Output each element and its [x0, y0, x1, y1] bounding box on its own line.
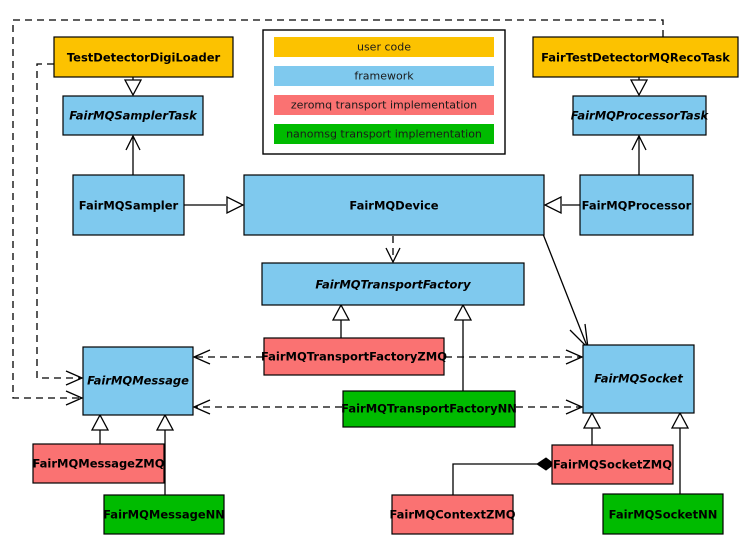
node-fairmqsocketzmq[interactable]: FairMQSocketZMQ — [551, 444, 674, 485]
node-rect-fairmqprocessor[interactable] — [579, 174, 694, 236]
legend-label-zeromq: zeromq transport implementation — [291, 99, 477, 112]
node-fairmqsampler[interactable]: FairMQSampler — [72, 174, 185, 236]
node-label-fairmqmessagenn: FairMQMessageNN — [103, 508, 225, 522]
node-label-fairmqsocketnn: FairMQSocketNN — [609, 508, 718, 522]
node-rect-fairtestdetectormqrecotask[interactable] — [532, 36, 739, 78]
edge-factorynn-to-factory — [453, 303, 473, 391]
legend-item-framework: framework — [274, 66, 494, 86]
edge-recotask-to-processortask — [629, 77, 649, 97]
node-label-fairmqtransportfactoryzmq: FairMQTransportFactoryZMQ — [261, 350, 447, 364]
node-label-fairmqsocket: FairMQSocket — [594, 372, 683, 386]
edge-contextzmq-to-socketzmq — [452, 457, 555, 495]
edge-socketnn-to-socket — [670, 411, 690, 494]
edge-processor-to-processortask — [631, 134, 647, 175]
legend-swatch-user-code — [274, 37, 494, 57]
edge-digiloader-to-message — [36, 63, 84, 386]
node-label-fairmqtransportfactorynn: FairMQTransportFactoryNN — [341, 402, 517, 416]
node-fairmqprocessor[interactable]: FairMQProcessor — [579, 174, 694, 236]
node-rect-fairmqmessagenn[interactable] — [103, 494, 225, 535]
node-rect-fairmqtransportfactorynn[interactable] — [342, 390, 516, 428]
node-fairmqtransportfactoryzmq[interactable]: FairMQTransportFactoryZMQ — [261, 337, 447, 376]
node-rect-fairmqprocessortask[interactable] — [572, 95, 707, 136]
legend-label-nanomsg: nanomsg transport implementation — [286, 128, 482, 141]
legend: user code framework zeromq transport imp… — [262, 29, 506, 155]
node-rect-fairmqsamplertask[interactable] — [62, 95, 204, 136]
node-rect-testdetectordigiloader[interactable] — [53, 36, 234, 78]
edge-factorynn-to-message — [192, 399, 342, 415]
legend-swatch-nanomsg — [274, 124, 494, 144]
node-label-fairmqprocessor: FairMQProcessor — [582, 199, 692, 213]
edge-messagezmq-to-message — [90, 413, 110, 444]
node-label-fairmqsocketzmq: FairMQSocketZMQ — [553, 458, 672, 472]
legend-label-framework: framework — [354, 70, 414, 83]
node-fairmqcontextzmq[interactable]: FairMQContextZMQ — [389, 494, 516, 535]
node-rect-fairmqtransportfactoryzmq[interactable] — [263, 337, 445, 376]
edge-device-to-transportfactory — [385, 236, 401, 264]
edge-recotask-to-message — [12, 19, 664, 406]
node-label-fairmqsamplertask: FairMQSamplerTask — [69, 109, 198, 123]
legend-swatch-zeromq — [274, 95, 494, 115]
legend-label-user-code: user code — [357, 41, 411, 54]
edge-digiloader-to-samplertask — [123, 77, 143, 97]
node-rect-fairmqtransportfactory[interactable] — [261, 262, 525, 306]
node-label-fairmqprocessortask: FairMQProcessorTask — [571, 109, 710, 123]
node-rect-fairmqsocketnn[interactable] — [602, 493, 724, 535]
node-fairmqdevice[interactable]: FairMQDevice — [243, 174, 545, 236]
edge-socketzmq-to-socket — [582, 411, 602, 445]
node-rect-fairmqdevice[interactable] — [243, 174, 545, 236]
node-fairtestdetectormqrecotask[interactable]: FairTestDetectorMQRecoTask — [532, 36, 739, 78]
node-fairmqprocessortask[interactable]: FairMQProcessorTask — [571, 95, 710, 136]
node-rect-fairmqsocket[interactable] — [582, 344, 695, 414]
node-fairmqmessagezmq[interactable]: FairMQMessageZMQ — [32, 443, 165, 484]
node-label-fairtestdetectormqrecotask: FairTestDetectorMQRecoTask — [541, 51, 730, 65]
node-label-fairmqmessage: FairMQMessage — [87, 374, 189, 388]
edge-messagenn-to-message — [155, 413, 175, 495]
node-rect-fairmqsampler[interactable] — [72, 174, 185, 236]
node-label-testdetectordigiloader: TestDetectorDigiLoader — [67, 51, 221, 65]
node-fairmqmessagenn[interactable]: FairMQMessageNN — [103, 494, 225, 535]
edge-factoryzmq-to-socket — [445, 349, 584, 365]
node-rect-fairmqcontextzmq[interactable] — [391, 494, 514, 535]
node-label-fairmqcontextzmq: FairMQContextZMQ — [389, 508, 515, 522]
node-label-fairmqdevice: FairMQDevice — [349, 199, 438, 213]
legend-item-zeromq: zeromq transport implementation — [274, 95, 494, 115]
edge-device-to-socket — [542, 233, 589, 350]
edge-sampler-to-samplertask — [125, 134, 141, 175]
edge-factoryzmq-to-factory — [331, 303, 351, 338]
edge-layer — [12, 19, 690, 495]
edge-factoryzmq-to-message — [192, 349, 263, 365]
node-fairmqtransportfactorynn[interactable]: FairMQTransportFactoryNN — [341, 390, 517, 428]
node-fairmqtransportfactory[interactable]: FairMQTransportFactory — [261, 262, 525, 306]
edge-processor-to-device — [543, 195, 580, 215]
node-label-fairmqmessagezmq: FairMQMessageZMQ — [32, 457, 164, 471]
legend-item-nanomsg: nanomsg transport implementation — [274, 124, 494, 144]
legend-swatch-framework — [274, 66, 494, 86]
node-rect-fairmqmessage[interactable] — [82, 346, 194, 416]
node-fairmqmessage[interactable]: FairMQMessage — [82, 346, 194, 416]
node-layer: TestDetectorDigiLoader FairMQSamplerTask… — [32, 36, 739, 535]
node-rect-fairmqmessagezmq[interactable] — [32, 443, 165, 484]
edge-sampler-to-device — [184, 195, 245, 215]
node-label-fairmqsampler: FairMQSampler — [79, 199, 179, 213]
node-fairmqsamplertask[interactable]: FairMQSamplerTask — [62, 95, 204, 136]
legend-item-user-code: user code — [274, 37, 494, 57]
node-fairmqsocket[interactable]: FairMQSocket — [582, 344, 695, 414]
node-testdetectordigiloader[interactable]: TestDetectorDigiLoader — [53, 36, 234, 78]
node-label-fairmqtransportfactory: FairMQTransportFactory — [315, 278, 471, 292]
node-fairmqsocketnn[interactable]: FairMQSocketNN — [602, 493, 724, 535]
node-rect-fairmqsocketzmq[interactable] — [551, 444, 674, 485]
edge-factorynn-to-socket — [516, 399, 584, 415]
